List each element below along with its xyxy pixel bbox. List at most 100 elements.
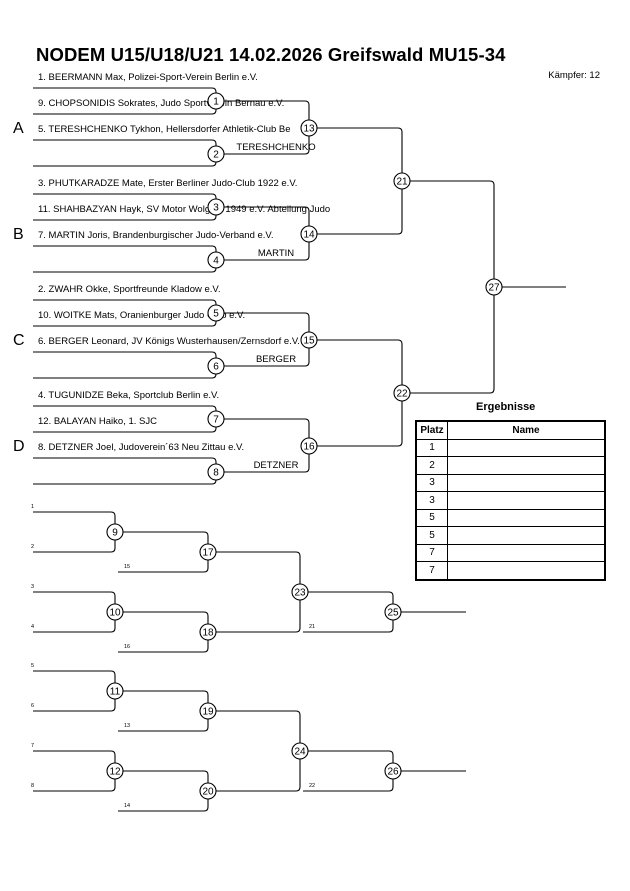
bracket-line — [123, 690, 209, 703]
results-place: 7 — [415, 561, 448, 580]
results-header-name: Name — [447, 420, 606, 440]
match-12-circle — [106, 762, 124, 780]
match-13: 13 — [303, 124, 315, 135]
match-16: 16 — [303, 442, 315, 453]
match-25: 25 — [387, 608, 399, 619]
pool-winner-name: TERESHCHENKO — [236, 142, 315, 153]
match-26-circle — [384, 762, 402, 780]
match-24: 24 — [294, 747, 306, 758]
match-3-circle — [207, 198, 225, 216]
match-4: 4 — [213, 256, 219, 267]
pool-label-b: B — [13, 226, 24, 243]
bracket-line — [33, 215, 217, 221]
match-27: 27 — [488, 283, 500, 294]
repechage-source-label: 14 — [124, 803, 130, 809]
bracket-line — [33, 193, 217, 199]
bracket-line — [308, 750, 394, 763]
bracket-line — [118, 560, 209, 573]
bracket-line — [118, 799, 209, 812]
bracket-line — [33, 620, 116, 633]
bracket-line — [118, 640, 209, 653]
results-row: 7 — [415, 543, 606, 562]
bracket-line — [224, 206, 310, 226]
pool-winner-name: MARTIN — [258, 248, 294, 259]
match-20: 20 — [202, 787, 214, 798]
bracket-line — [118, 719, 209, 732]
results-row: 2 — [415, 456, 606, 475]
match-11-circle — [106, 682, 124, 700]
bracket-line — [224, 242, 310, 261]
match-1-circle — [207, 92, 225, 110]
bracket-line — [224, 100, 310, 120]
bracket-line — [123, 770, 209, 783]
bracket-line — [33, 351, 217, 358]
results-row: 3 — [415, 473, 606, 492]
results-name-cell — [447, 438, 606, 457]
repechage-source-label: 15 — [124, 564, 130, 570]
results-name-cell — [447, 456, 606, 475]
results-place: 3 — [415, 491, 448, 510]
bracket-line — [224, 418, 310, 438]
match-9-circle — [106, 523, 124, 541]
results-row: 5 — [415, 508, 606, 527]
bracket-line — [410, 295, 495, 394]
results-place: 5 — [415, 526, 448, 545]
bracket-line — [33, 161, 217, 167]
entry-label: 8. DETZNER Joel, Judoverein´63 Neu Zitta… — [38, 442, 244, 453]
match-26: 26 — [387, 767, 399, 778]
entry-label: 4. TUGUNIDZE Beka, Sportclub Berlin e.V. — [38, 390, 219, 401]
match-2-circle — [207, 145, 225, 163]
results-name-cell — [447, 491, 606, 510]
bracket-line — [216, 551, 301, 584]
results-place: 7 — [415, 543, 448, 562]
match-4-circle — [207, 251, 225, 269]
results-place: 1 — [415, 438, 448, 457]
bracket-line — [216, 600, 301, 633]
repechage-source-label: 3 — [31, 584, 34, 590]
entry-label: 9. CHOPSONIDIS Sokrates, Judo Sportverei… — [38, 98, 284, 109]
repechage-source-label: 16 — [124, 644, 130, 650]
bracket-line — [216, 759, 301, 792]
bracket-line — [224, 312, 310, 332]
match-1: 1 — [213, 97, 219, 108]
pool-winner-name: DETZNER — [254, 460, 299, 471]
match-3: 3 — [213, 203, 219, 214]
repechage-source-label: 4 — [31, 624, 34, 630]
bracket-line — [224, 454, 310, 473]
bracket-line — [33, 427, 217, 433]
repechage-source-label: 5 — [31, 663, 34, 669]
bracket-line — [317, 189, 403, 235]
pool-label-c: C — [13, 332, 25, 349]
entry-label: 11. SHAHBAZYAN Hayk, SV Motor Wolgast 19… — [38, 204, 330, 215]
results-title: Ergebnisse — [476, 401, 536, 413]
match-23: 23 — [294, 588, 306, 599]
match-8: 8 — [213, 468, 219, 479]
results-row: 1 — [415, 438, 606, 457]
bracket-line — [410, 180, 495, 279]
bracket-line — [33, 87, 217, 93]
bracket-line — [317, 401, 403, 447]
match-7: 7 — [213, 415, 219, 426]
bracket-line — [308, 591, 394, 604]
bracket-line — [224, 348, 310, 367]
pool-winner-name: BERGER — [256, 354, 296, 365]
entry-label: 10. WOITKE Mats, Oranienburger Judo Club… — [38, 310, 245, 321]
bracket-line — [33, 457, 217, 464]
results-row: 5 — [415, 526, 606, 545]
repechage-source-label: 21 — [309, 624, 315, 630]
entry-label: 2. ZWAHR Okke, Sportfreunde Kladow e.V. — [38, 284, 221, 295]
match-18: 18 — [202, 628, 214, 639]
bracket-line — [123, 611, 209, 624]
bracket-line — [33, 779, 116, 792]
match-5: 5 — [213, 309, 219, 320]
bracket-line — [317, 339, 403, 385]
match-10-circle — [106, 603, 124, 621]
bracket-line — [33, 109, 217, 115]
results-name-cell — [447, 526, 606, 545]
pool-label-d: D — [13, 438, 25, 455]
bracket-line — [33, 405, 217, 411]
match-14: 14 — [303, 230, 315, 241]
bracket-line — [224, 136, 310, 155]
